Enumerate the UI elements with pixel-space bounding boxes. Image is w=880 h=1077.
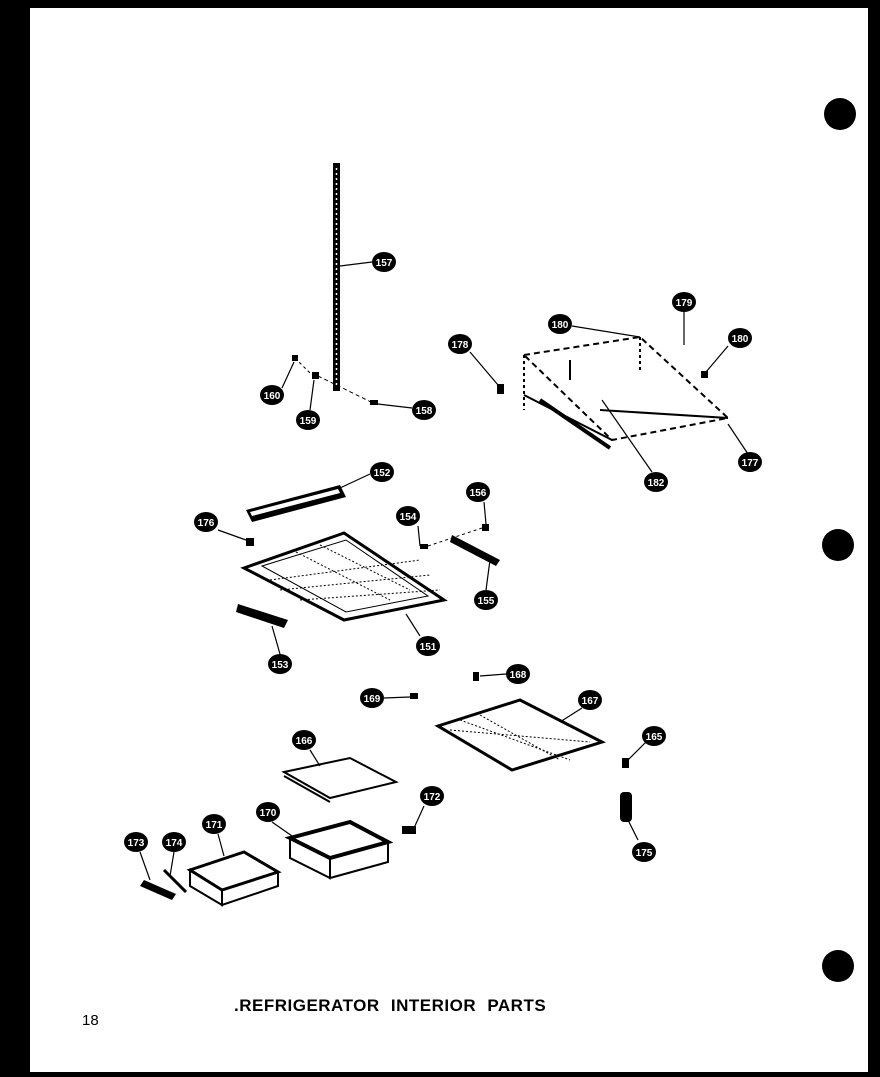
svg-text:180: 180 <box>732 334 749 345</box>
callout-160: 160 <box>260 385 284 405</box>
svg-text:154: 154 <box>400 512 417 523</box>
callout-172: 172 <box>420 786 444 806</box>
svg-text:156: 156 <box>470 488 487 499</box>
shelf-frame-assembly <box>497 335 731 450</box>
svg-text:167: 167 <box>582 696 599 707</box>
screw-165 <box>622 758 629 768</box>
callout-176: 176 <box>194 512 218 532</box>
svg-text:178: 178 <box>452 340 469 351</box>
callout-167: 167 <box>578 690 602 710</box>
clip-169 <box>410 693 418 699</box>
callout-175: 175 <box>632 842 656 862</box>
svg-text:177: 177 <box>742 458 759 469</box>
callout-174: 174 <box>162 832 186 852</box>
callout-155: 155 <box>474 590 498 610</box>
bracket-172 <box>402 826 416 834</box>
rail-hardware <box>292 355 378 405</box>
binder-hole-bottom <box>822 950 854 982</box>
rail-174 <box>162 868 188 894</box>
callout-169: 169 <box>360 688 384 708</box>
svg-text:159: 159 <box>300 416 317 427</box>
callout-157: 157 <box>372 252 396 272</box>
callout-154: 154 <box>396 506 420 526</box>
svg-text:172: 172 <box>424 792 441 803</box>
callout-158: 158 <box>412 400 436 420</box>
svg-text:173: 173 <box>128 838 145 849</box>
svg-text:152: 152 <box>374 468 391 479</box>
callout-171: 171 <box>202 814 226 834</box>
callout-165: 165 <box>642 726 666 746</box>
page-title: .REFRIGERATOR INTERIOR PARTS <box>234 996 547 1015</box>
svg-text:165: 165 <box>646 732 663 743</box>
callout-178: 178 <box>448 334 472 354</box>
crisper-drawer-large <box>284 819 394 880</box>
svg-text:155: 155 <box>478 596 495 607</box>
shelf-front-rail <box>236 604 288 628</box>
callout-177: 177 <box>738 452 762 472</box>
callout-166: 166 <box>292 730 316 750</box>
svg-text:180: 180 <box>552 320 569 331</box>
svg-text:169: 169 <box>364 694 381 705</box>
svg-text:157: 157 <box>376 258 393 269</box>
shelf-glass <box>240 531 448 622</box>
clip-156 <box>482 524 489 531</box>
callout-180: 180 <box>548 314 572 334</box>
binder-hole-middle <box>822 529 854 561</box>
freezer-shelf <box>434 698 606 772</box>
svg-text:168: 168 <box>510 670 527 681</box>
shelf-side-rail <box>450 535 500 566</box>
leader-lines <box>139 261 749 881</box>
svg-text:176: 176 <box>198 518 215 529</box>
callout-152: 152 <box>370 462 394 482</box>
callout-180-right: 180 <box>728 328 752 348</box>
svg-text:175: 175 <box>636 848 653 859</box>
callout-159: 159 <box>296 410 320 430</box>
page-number: 18 <box>82 1012 99 1029</box>
svg-text:182: 182 <box>648 478 665 489</box>
shelf-support-rail <box>333 163 340 391</box>
svg-text:179: 179 <box>676 298 693 309</box>
svg-text:153: 153 <box>272 660 289 671</box>
callout-179: 179 <box>672 292 696 312</box>
svg-text:166: 166 <box>296 736 313 747</box>
svg-text:170: 170 <box>260 808 277 819</box>
callout-182: 182 <box>644 472 668 492</box>
screw-154 <box>420 544 428 549</box>
spring-175 <box>620 792 632 822</box>
callout-151: 151 <box>416 636 440 656</box>
clip-176 <box>246 538 254 546</box>
callout-168: 168 <box>506 664 530 684</box>
callout-170: 170 <box>256 802 280 822</box>
shelf-rear-rail <box>246 485 346 522</box>
clip-168 <box>473 672 479 681</box>
callout-173: 173 <box>124 832 148 852</box>
svg-text:160: 160 <box>264 391 281 402</box>
svg-text:158: 158 <box>416 406 433 417</box>
svg-text:174: 174 <box>166 838 183 849</box>
crisper-drawer-small <box>186 850 282 907</box>
binder-hole-top <box>824 98 856 130</box>
svg-text:171: 171 <box>206 820 223 831</box>
crisper-cover <box>281 756 399 803</box>
rail-173 <box>140 880 176 900</box>
svg-text:151: 151 <box>420 642 437 653</box>
callout-153: 153 <box>268 654 292 674</box>
callout-156: 156 <box>466 482 490 502</box>
